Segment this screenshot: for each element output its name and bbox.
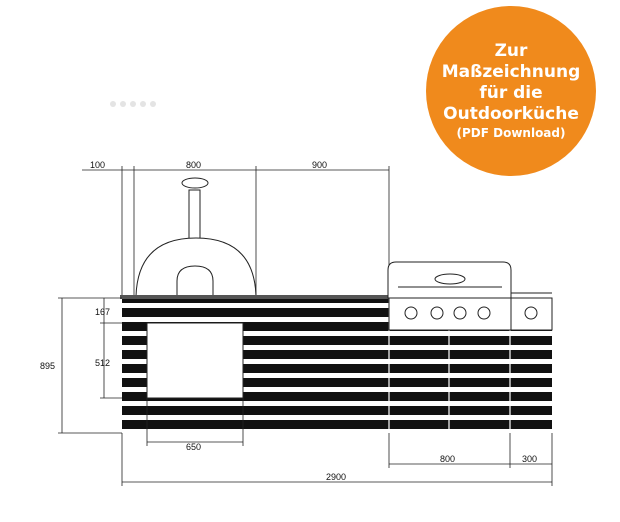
badge-line-2: Maßzeichnung [441, 62, 581, 82]
faint-trace [110, 101, 156, 107]
dim-800-top: 800 [186, 160, 201, 170]
countertop [120, 295, 390, 299]
dim-650: 650 [186, 442, 201, 452]
badge-line-3: für die [479, 83, 543, 103]
dim-900: 900 [312, 160, 327, 170]
bottom-dimensions [121, 398, 553, 486]
grill [387, 261, 512, 331]
dim-100: 100 [90, 160, 105, 170]
side-module [510, 292, 553, 331]
pizza-oven [135, 177, 257, 297]
dim-2900: 2900 [326, 472, 346, 482]
dim-895: 895 [40, 361, 55, 371]
dim-300: 300 [522, 454, 537, 464]
left-dimensions [58, 297, 122, 434]
pdf-download-badge[interactable]: Zur Maßzeichnung für die Outdoorküche (P… [426, 6, 596, 176]
badge-line-4: Outdoorküche [443, 104, 579, 124]
dim-167: 167 [95, 307, 110, 317]
dim-512: 512 [95, 358, 110, 368]
oven-cabinet-opening [146, 322, 244, 399]
badge-line-5: (PDF Download) [456, 126, 566, 140]
dim-800-bottom: 800 [440, 454, 455, 464]
badge-line-1: Zur [494, 41, 528, 61]
